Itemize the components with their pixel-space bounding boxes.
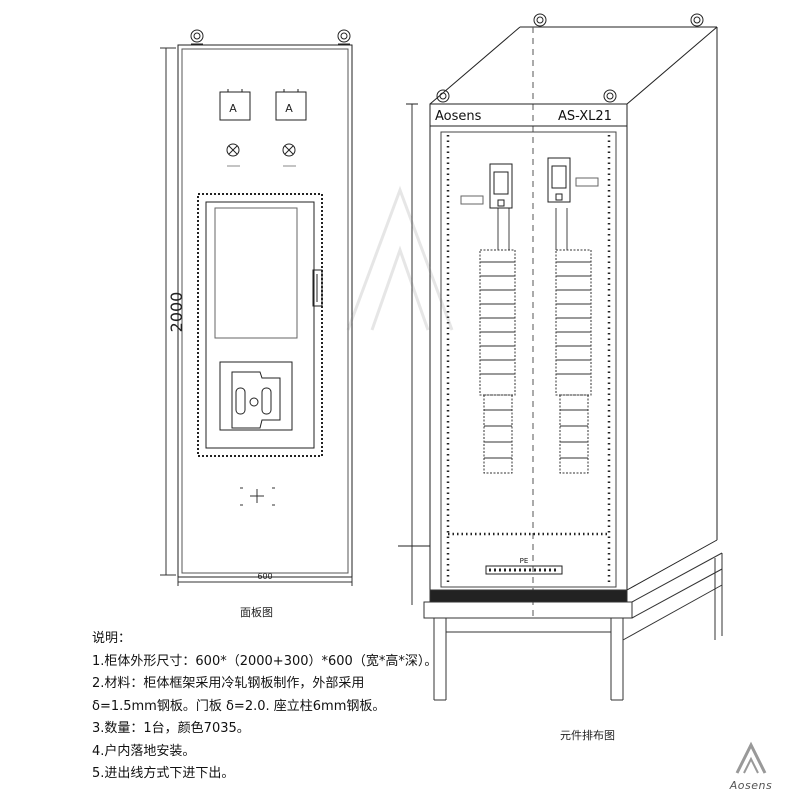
front-panel-caption: 面板图 <box>240 606 273 619</box>
cable-entry-plate <box>219 361 293 431</box>
notes-block: 说明： 1.柜体外形尺寸：600*（2000+300）*600（宽*高*深）。 … <box>92 628 437 786</box>
breaker-column-right <box>555 249 592 474</box>
door-handle <box>312 269 323 307</box>
layout-view <box>398 13 723 701</box>
pe-bar-label: PE <box>520 557 529 565</box>
note-item: 2.材料：柜体框架采用冷轧钢板制作，外部采用 <box>92 676 365 691</box>
note-item: δ=1.5mm钢板。门板 δ=2.0. 座立柱6mm钢板。 <box>92 698 386 714</box>
surge-protector-right <box>547 157 571 203</box>
lifting-eye-right <box>337 29 351 45</box>
layout-model-label: AS-XL21 <box>558 109 612 124</box>
notes-heading: 说明： <box>92 631 132 646</box>
ammeter-1 <box>219 89 251 121</box>
lifting-eyes-layout <box>436 13 704 103</box>
front-panel-view <box>160 29 353 586</box>
height-dim-label: 2000 <box>167 292 186 333</box>
watermark-text: Aosens <box>729 779 773 792</box>
note-item: 5.进出线方式下进下出。 <box>92 766 235 781</box>
layout-cabinet-outline <box>429 103 628 591</box>
layout-view-caption: 元件排布图 <box>560 729 615 742</box>
note-item: 1.柜体外形尺寸：600*（2000+300）*600（宽*高*深）。 <box>92 653 438 669</box>
center-watermark-logo <box>346 185 454 331</box>
layout-brand-label: Aosens <box>435 109 482 124</box>
indicator-lamp-1 <box>226 143 240 167</box>
corner-watermark: Aosens <box>716 741 786 792</box>
inspection-window <box>197 193 323 457</box>
height-dimension <box>160 47 176 576</box>
ammeter-1-label: A <box>229 102 237 115</box>
indicator-lamp-2 <box>282 143 296 167</box>
note-item: 4.户内落地安装。 <box>92 743 196 759</box>
ammeter-2 <box>275 89 307 121</box>
width-dim-label: 600 <box>257 572 272 581</box>
center-mark <box>240 487 275 506</box>
breaker-column-left <box>479 249 516 474</box>
note-item: 3.数量：1台，颜色7035。 <box>92 721 250 736</box>
cabinet-base <box>423 552 723 701</box>
front-panel-outline <box>177 44 353 578</box>
width-dimension <box>177 577 353 586</box>
aosens-logo-icon <box>735 741 767 774</box>
ammeter-2-label: A <box>285 102 293 115</box>
pe-busbar <box>485 565 563 575</box>
surge-protector-left <box>489 163 513 209</box>
cabinet-top-perspective <box>429 26 718 620</box>
lifting-eye-left <box>190 29 204 45</box>
